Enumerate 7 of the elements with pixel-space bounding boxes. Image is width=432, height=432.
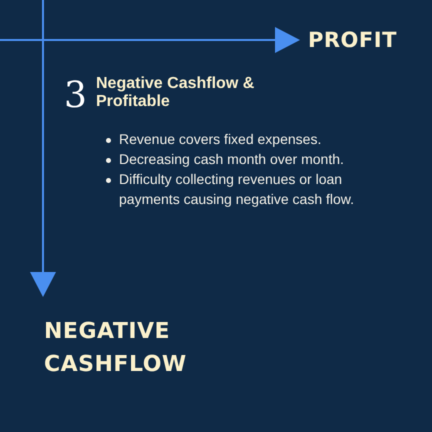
quadrant-heading: Negative Cashflow & Profitable <box>96 75 256 111</box>
bullet-text: Difficulty collecting revenues or loan payments causing negative cash flow. <box>119 170 356 209</box>
axis-label: PROFIT <box>308 28 398 52</box>
quadrant-number: 3 <box>64 76 88 116</box>
bullet-text: Decreasing cash month over month. <box>119 150 345 169</box>
axis-label: NEGATIVE CASHFLOW <box>44 318 188 379</box>
bullet-text: Revenue covers fixed expenses. <box>119 130 322 149</box>
